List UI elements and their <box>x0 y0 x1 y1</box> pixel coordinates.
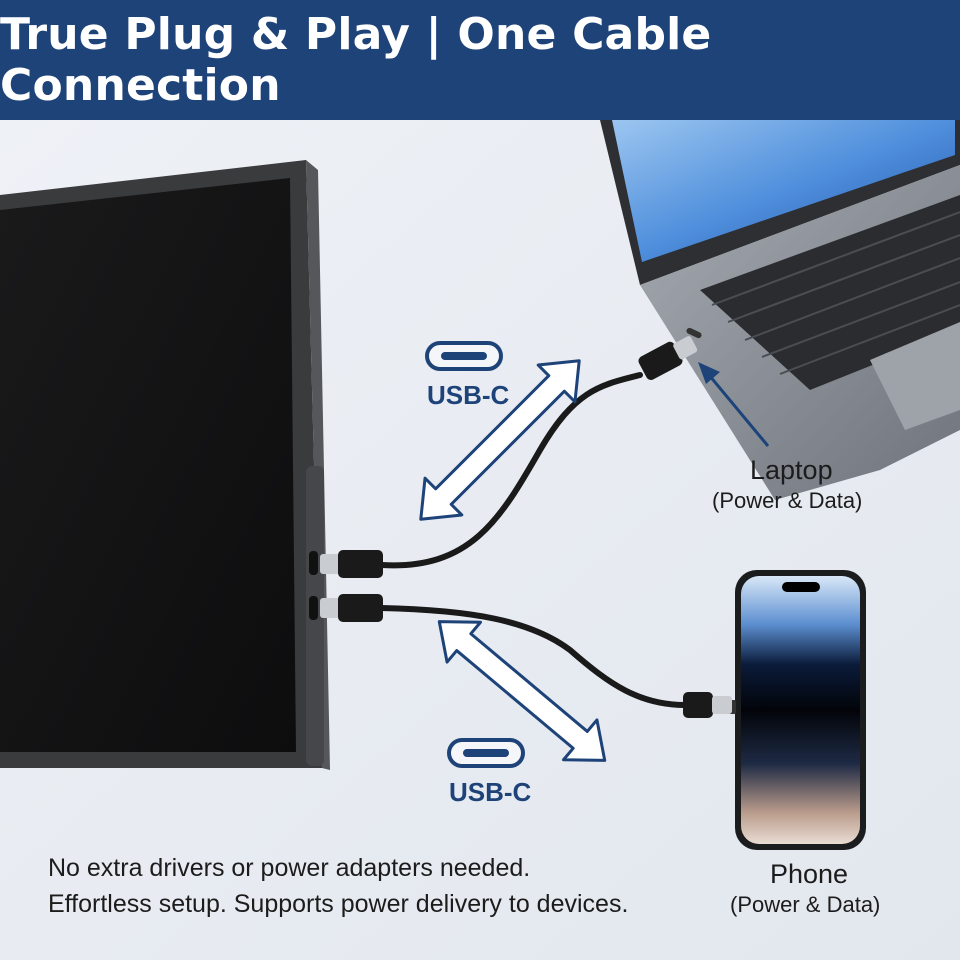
usb-c-label-top: USB-C <box>427 380 510 410</box>
header-banner: True Plug & Play | One Cable Connection <box>0 0 960 120</box>
usb-c-port-icon-top <box>425 341 503 371</box>
monitor-port-bottom <box>309 596 318 620</box>
caption-line-1: No extra drivers or power adapters neede… <box>48 854 531 882</box>
laptop-role: (Power & Data) <box>712 488 863 513</box>
phone-role: (Power & Data) <box>730 892 881 917</box>
portable-monitor <box>0 160 330 770</box>
connector-monitor-bottom <box>320 594 383 622</box>
double-arrow-bottom <box>437 620 607 762</box>
laptop-label: Laptop <box>750 455 833 485</box>
phone-label: Phone <box>770 859 849 889</box>
laptop-illustration <box>600 120 960 500</box>
dynamic-island <box>782 582 820 592</box>
laptop-port <box>686 327 702 339</box>
laptop-pointer-arrow <box>698 362 770 447</box>
caption-line-2: Effortless setup. Supports power deliver… <box>48 890 629 918</box>
usb-c-port-icon-bottom <box>447 738 525 768</box>
connector-phone <box>683 692 732 718</box>
usb-c-label-bottom: USB-C <box>449 777 532 807</box>
connector-laptop <box>638 336 698 380</box>
cable-phone <box>377 605 688 708</box>
header-title: True Plug & Play | One Cable Connection <box>0 9 712 111</box>
connector-monitor-top <box>320 550 383 578</box>
cable-laptop <box>379 372 643 569</box>
monitor-port-top <box>309 551 318 575</box>
caption-text: No extra drivers or power adapters neede… <box>48 850 628 922</box>
double-arrow-top <box>419 359 581 521</box>
phone-illustration <box>728 570 866 850</box>
